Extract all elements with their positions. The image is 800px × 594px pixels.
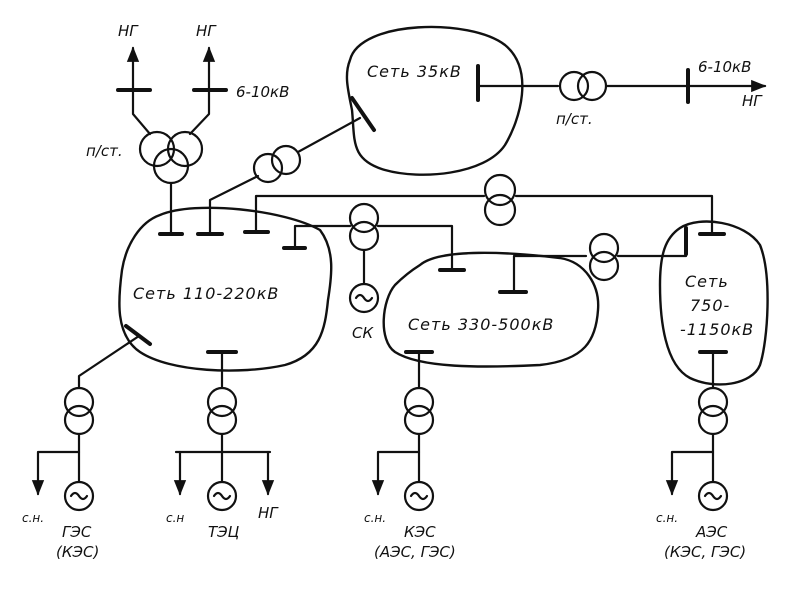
substation-label-right: п/ст.: [556, 110, 593, 128]
transformer-110-330: [348, 202, 380, 252]
transformer-110-35: [252, 144, 302, 184]
voltage-6-10kv-label-left: 6-10кВ: [236, 83, 289, 101]
transformer-ges: [63, 386, 95, 436]
plant-tec-name: ТЭЦ: [208, 523, 240, 541]
network-110-220kv-label: Сеть 110-220кВ: [133, 284, 279, 303]
network-750kv-label-line1: Сеть: [685, 272, 729, 291]
network-750-1150kv-area: [658, 220, 769, 386]
plant-ges-alt: (КЭС): [56, 543, 99, 561]
network-110-220kv-area: [118, 206, 333, 372]
network-750kv-label-line3: -1150кВ: [680, 320, 754, 339]
substation-two-winding-transformer-right: [558, 70, 608, 102]
own-needs-label-tec: с.н: [166, 511, 184, 525]
transformer-220-750: [483, 173, 517, 227]
load-ng-label-tec: НГ: [258, 504, 279, 522]
load-ng-label-left: НГ: [118, 22, 139, 40]
plant-aes-alt: (КЭС, ГЭС): [664, 543, 746, 561]
network-35kv-label: Сеть 35кВ: [367, 62, 462, 81]
transformer-tec: [206, 386, 238, 436]
synchronous-compensator-label: СК: [352, 324, 374, 342]
transformer-500-750: [588, 232, 620, 282]
own-needs-label-ges: с.н.: [22, 511, 44, 525]
plant-ges-name: ГЭС: [62, 523, 92, 541]
transformer-aes: [697, 386, 729, 436]
network-35kv-area: [345, 25, 524, 176]
own-needs-label-aes: с.н.: [656, 511, 678, 525]
voltage-6-10kv-label-right: 6-10кВ: [698, 58, 751, 76]
network-750kv-label-line2: 750-: [690, 296, 730, 315]
network-330-500kv-label: Сеть 330-500кВ: [408, 315, 554, 334]
load-ng-label-middle: НГ: [196, 22, 217, 40]
load-ng-label-right: НГ: [742, 92, 763, 110]
plant-kes-name: КЭС: [404, 523, 436, 541]
own-needs-label-kes: с.н.: [364, 511, 386, 525]
network-330-500kv-area: [382, 251, 600, 368]
plant-kes-alt: (АЭС, ГЭС): [374, 543, 456, 561]
plant-aes-name: АЭС: [695, 523, 728, 541]
substation-label-left: п/ст.: [86, 142, 123, 160]
substation-three-winding-transformer: [138, 130, 204, 185]
transformer-kes: [403, 386, 435, 436]
